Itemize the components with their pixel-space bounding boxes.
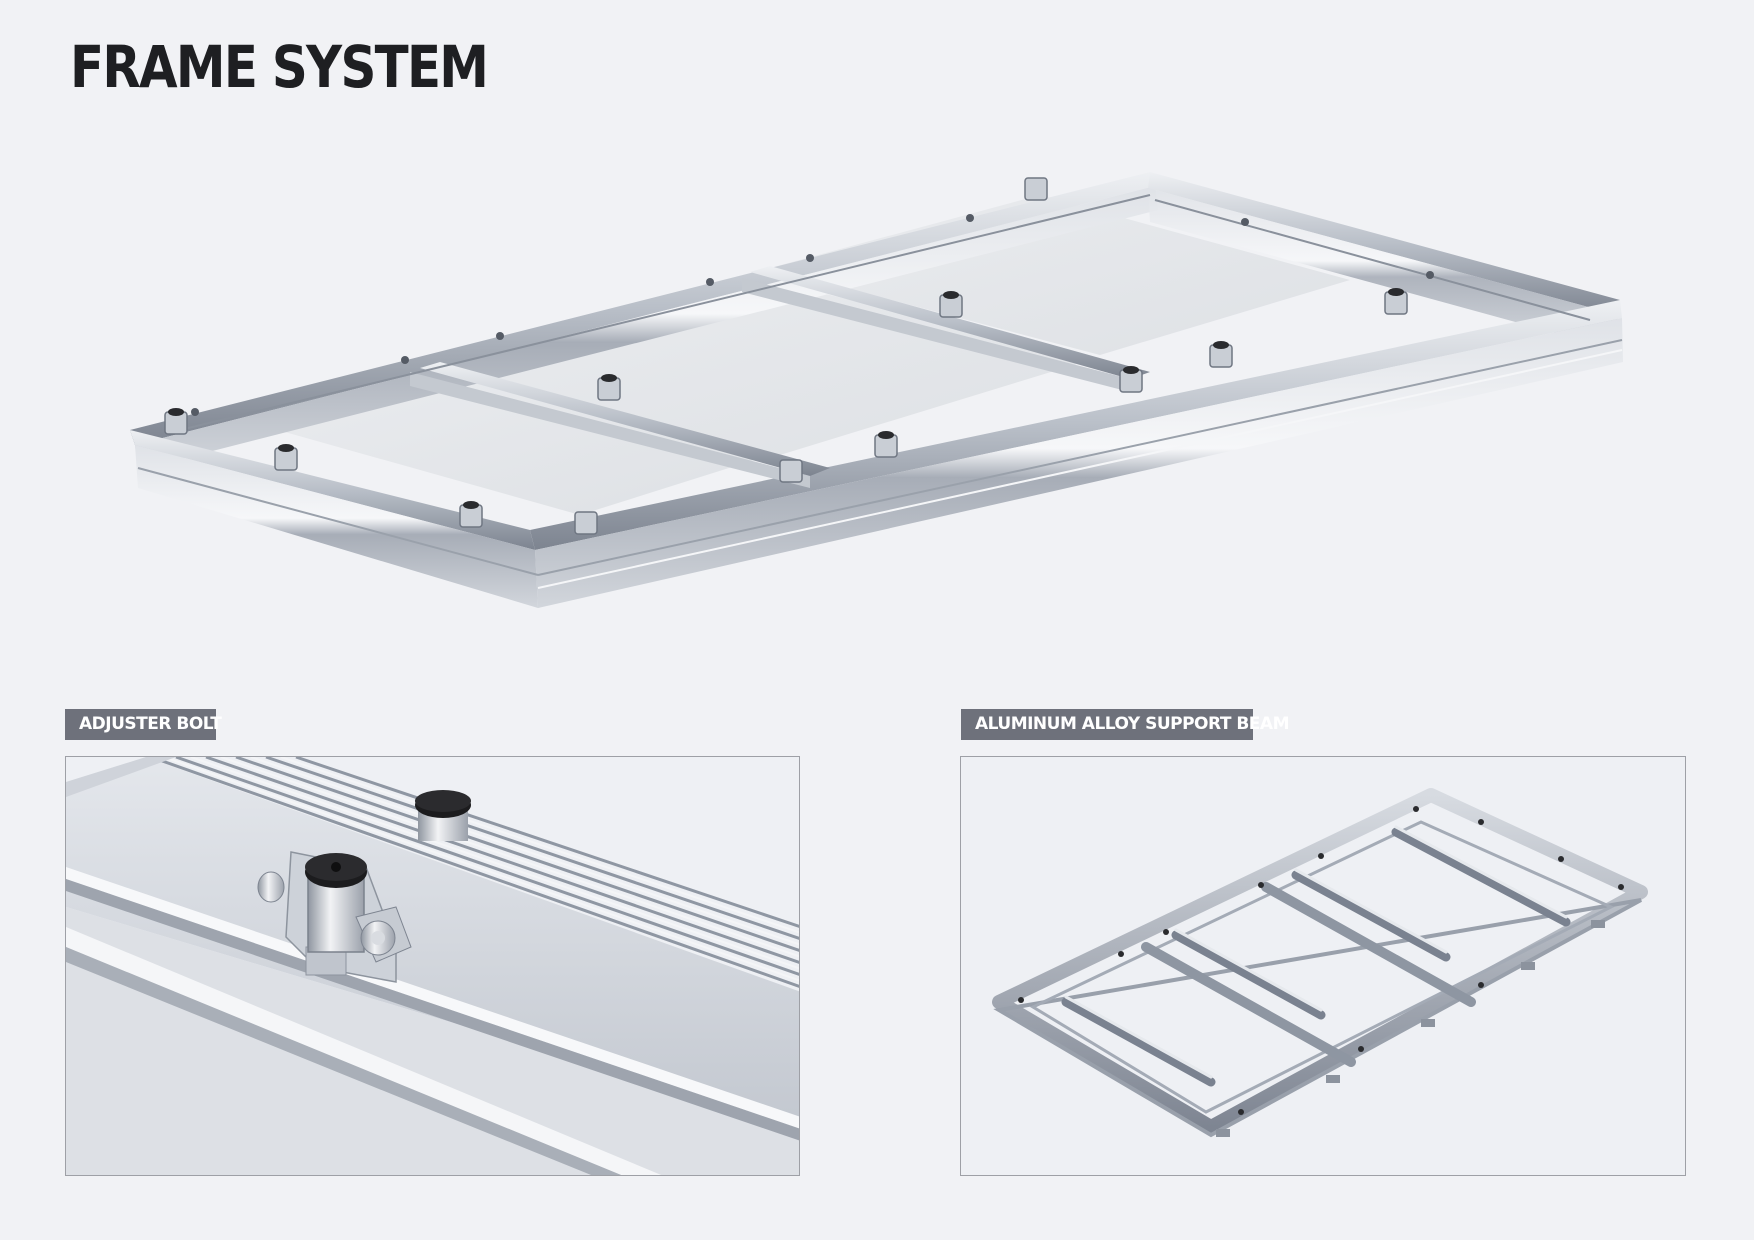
support-beam-label: ALUMINUM ALLOY SUPPORT BEAM	[961, 709, 1290, 740]
left-rail	[130, 430, 535, 550]
support-beam-detail	[960, 756, 1686, 1176]
frame-system-render	[110, 150, 1650, 670]
front-rail	[530, 300, 1622, 550]
right-rail	[1148, 172, 1620, 315]
back-rail	[130, 172, 1155, 445]
adjuster-bolt-detail	[65, 756, 800, 1176]
cross-beam-2	[750, 266, 1150, 379]
adjuster-bolt-label: ADJUSTER BOLT	[65, 709, 222, 740]
page-title: FRAME SYSTEM	[70, 33, 489, 101]
cross-beam-1	[420, 362, 830, 476]
